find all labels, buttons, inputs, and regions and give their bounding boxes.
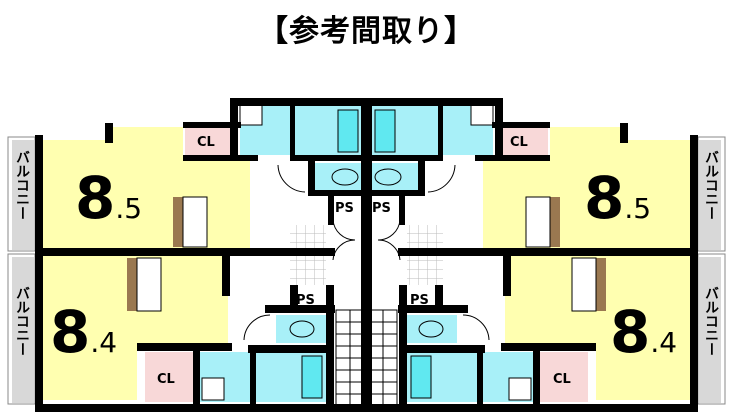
closet-label-top-right: CL (510, 135, 528, 150)
balcony-label-bottom-right: バルコニー (703, 286, 719, 356)
balcony-label-top-left: バルコニー (14, 150, 30, 220)
balcony-label-top-right: バルコニー (703, 150, 719, 220)
closet-label-bottom-left: CL (157, 372, 175, 387)
ps-label-2: PS (372, 201, 391, 216)
closet-label-bottom-right: CL (553, 372, 571, 387)
closet-label-top-left: CL (197, 135, 215, 150)
page-title: 【参考間取り】 (258, 14, 475, 49)
room-size-bottom-right: 8.4 (610, 298, 677, 366)
room-size-top-right: 8.5 (584, 164, 651, 232)
room-size-top-left: 8.5 (75, 164, 142, 232)
right-units (365, 97, 726, 413)
ps-label-1: PS (335, 201, 354, 216)
balcony-label-bottom-left: バルコニー (14, 286, 30, 356)
room-size-bottom-left: 8.4 (50, 298, 117, 366)
ps-label-3: PS (296, 293, 315, 308)
ps-label-4: PS (410, 293, 429, 308)
